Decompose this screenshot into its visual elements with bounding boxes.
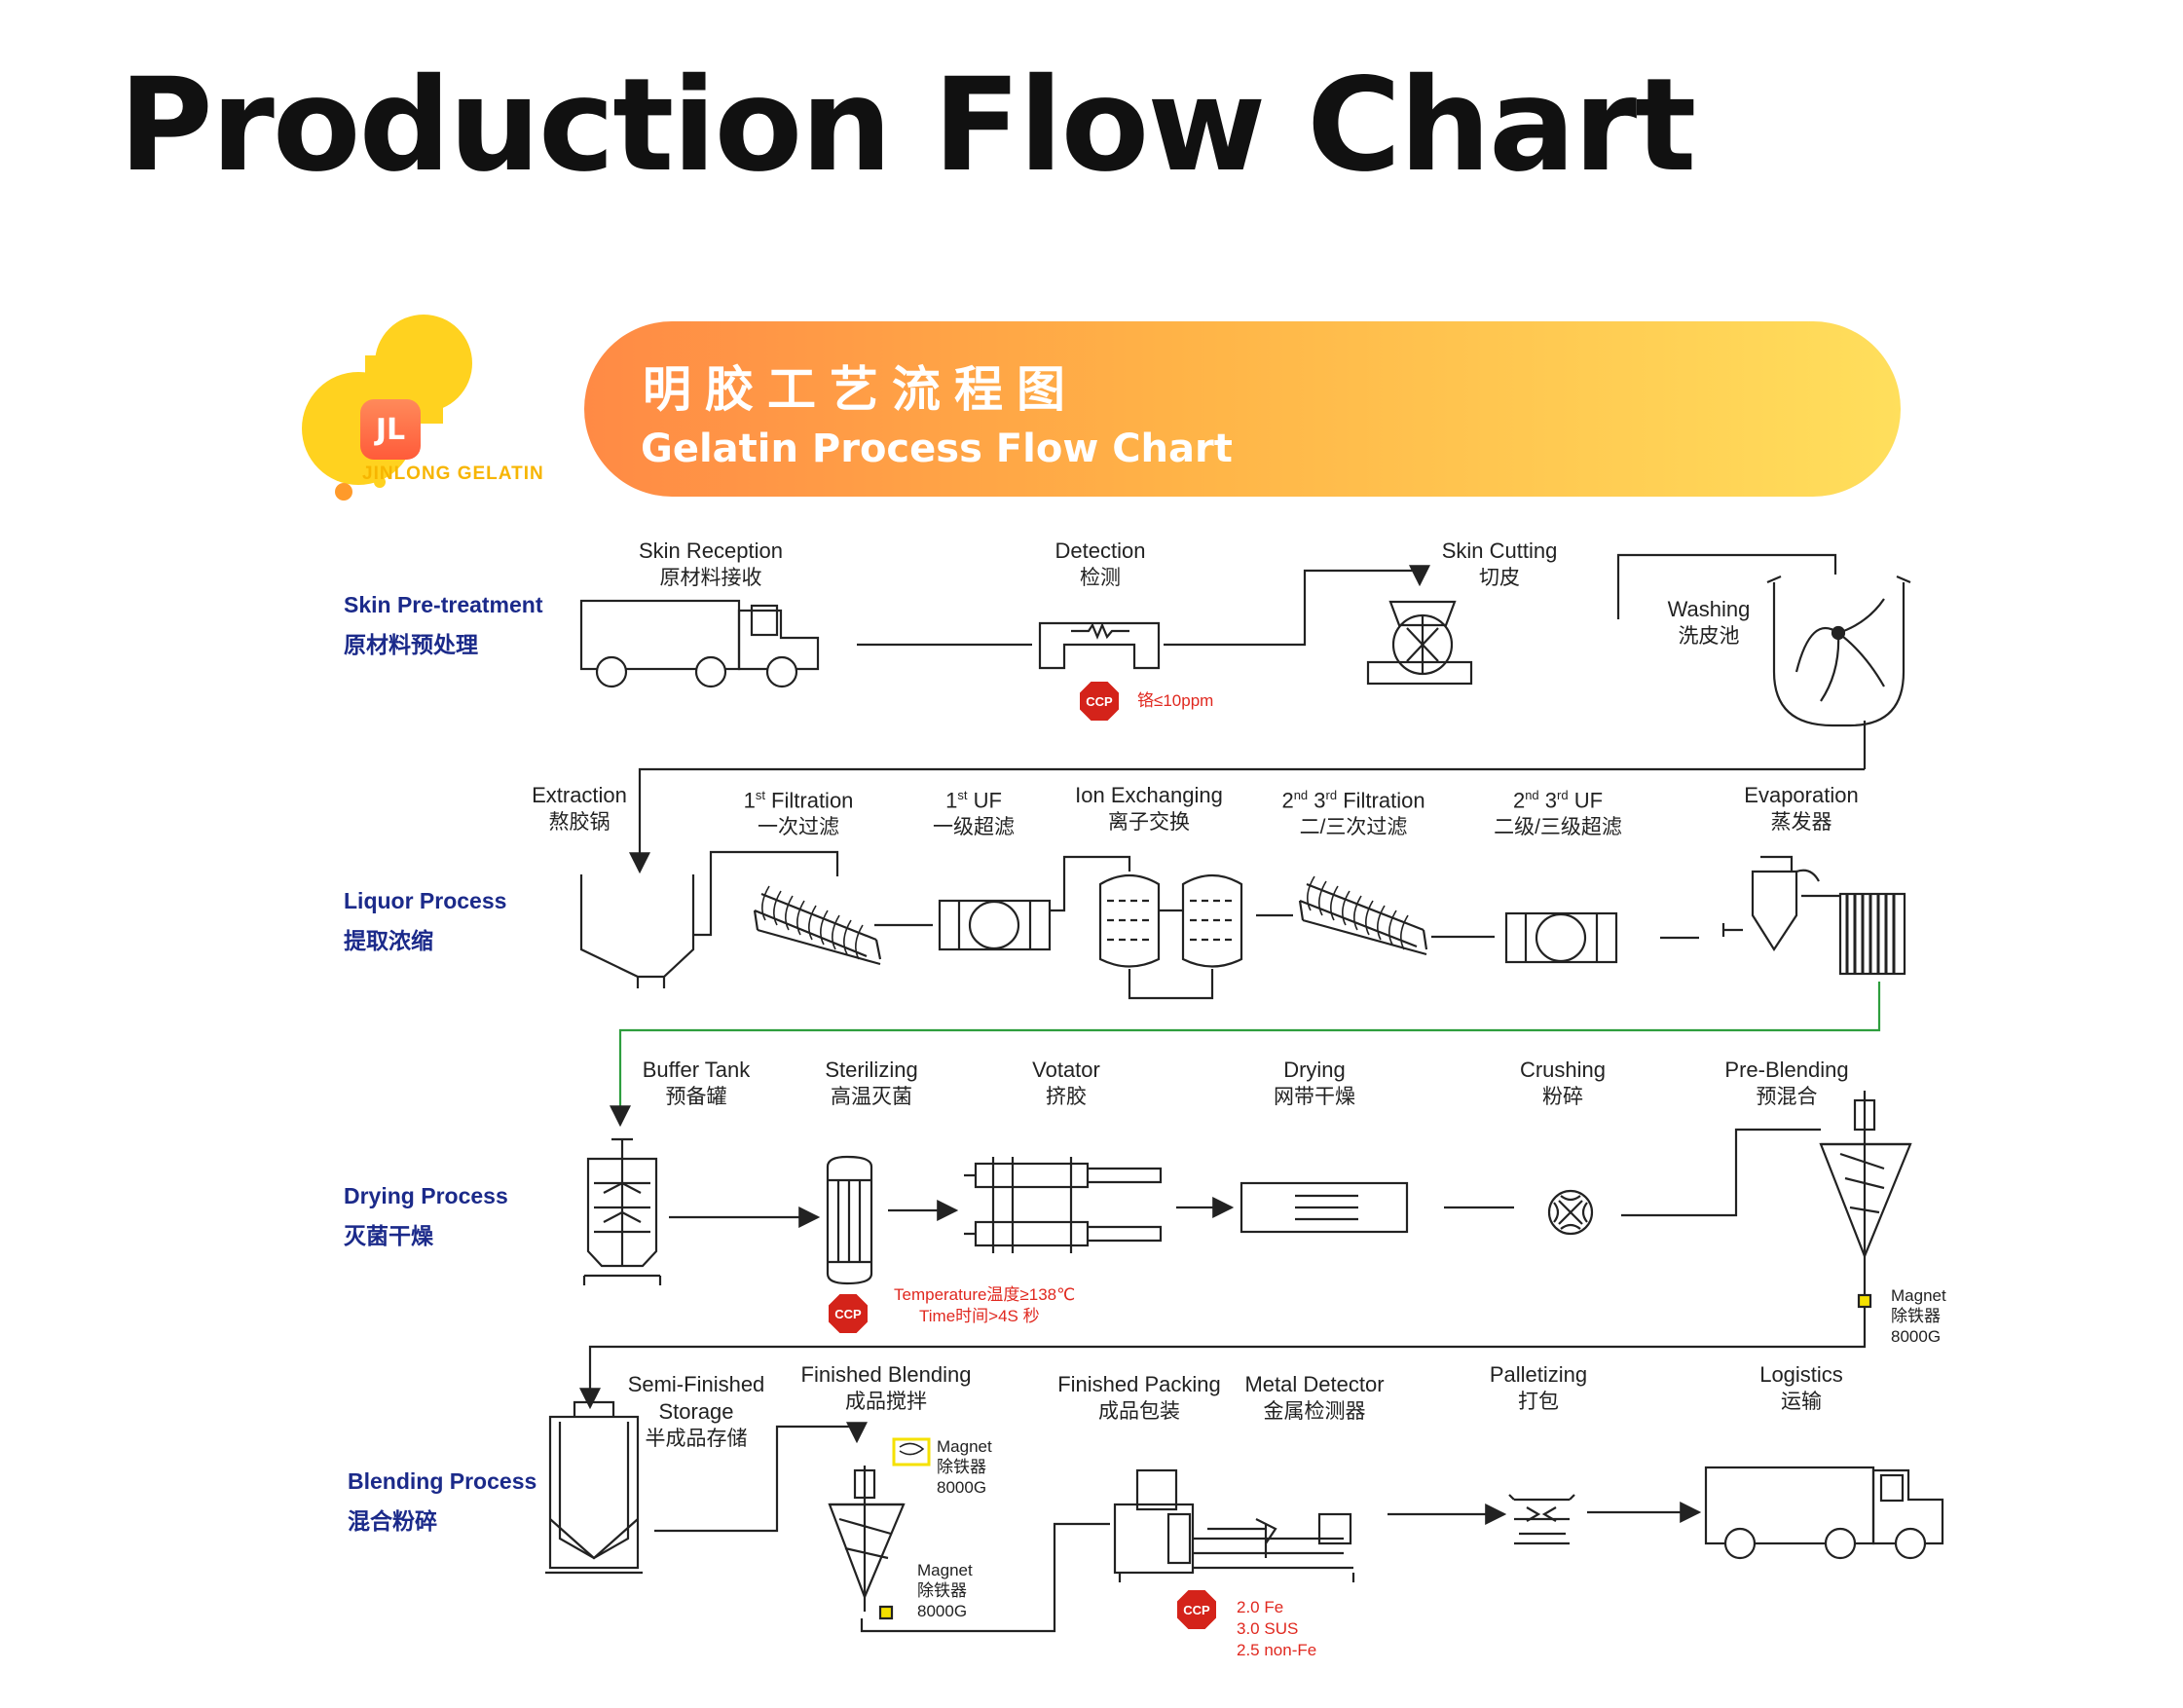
ccp-sterilizing-time: Time时间>4S 秒: [919, 1307, 1040, 1325]
palletizer-icon: [1508, 1494, 1575, 1545]
filter-press-icon-1: [753, 885, 882, 966]
uf-membrane-icon-2: [1504, 911, 1618, 964]
title-banner: [584, 321, 1901, 497]
banner-title-cn: 明胶工艺流程图: [643, 361, 1079, 418]
section-liquor-cn: 提取浓缩: [344, 928, 433, 953]
detector-icon: [1038, 621, 1161, 670]
ccp-badge-label: CCP: [834, 1307, 862, 1321]
section-skin-en: Skin Pre-treatment: [344, 592, 543, 617]
washing-tank-icon: [1766, 575, 1911, 727]
section-liquor-en: Liquor Process: [344, 888, 507, 913]
pre-blender-icon: [1819, 1091, 1912, 1295]
filter-press-icon-2: [1298, 875, 1428, 956]
section-skin-cn: 原材料预处理: [344, 632, 478, 657]
belt-dryer-icon: [1240, 1181, 1409, 1234]
votator-icon: [964, 1157, 1163, 1253]
buffer-tank-icon: [582, 1137, 662, 1285]
ccp-metal-fe: 2.0 Fe: [1237, 1598, 1284, 1616]
ccp-badge-sterilizing: CCP: [827, 1292, 870, 1335]
finished-blender-icon: [828, 1466, 906, 1612]
logo-name: JINLONG GELATIN: [362, 464, 544, 484]
uf-membrane-icon-1: [938, 899, 1052, 951]
truck-icon: [579, 599, 820, 688]
ccp-badge-label: CCP: [1183, 1603, 1210, 1617]
ccp-metal-nonfe: 2.5 non-Fe: [1237, 1641, 1317, 1659]
ccp-metal-sus: 3.0 SUS: [1237, 1619, 1299, 1638]
crusher-icon: [1547, 1189, 1594, 1236]
banner-title-en: Gelatin Process Flow Chart: [641, 427, 1233, 471]
ccp-detection-note: 铬≤10ppm: [1137, 691, 1214, 710]
section-blending-en: Blending Process: [348, 1468, 537, 1494]
section-drying-en: Drying Process: [344, 1183, 508, 1208]
packing-machine-icon: [1113, 1468, 1355, 1582]
evaporator-icon: [1721, 855, 1906, 976]
cutter-icon: [1366, 600, 1473, 686]
page-title: Production Flow Chart: [119, 51, 1696, 201]
section-drying-cn: 灭菌干燥: [344, 1223, 433, 1248]
logo-badge: JL: [360, 399, 421, 460]
logistics-truck-icon: [1704, 1466, 1944, 1560]
ccp-badge-detection: CCP: [1078, 680, 1121, 723]
sterilizer-icon: [826, 1155, 873, 1285]
ccp-badge-label: CCP: [1086, 694, 1113, 709]
section-blending-cn: 混合粉碎: [348, 1508, 437, 1534]
ccp-sterilizing-temp: Temperature温度≥138℃: [894, 1285, 1076, 1304]
bag-storage-icon: [545, 1400, 643, 1575]
ion-exchange-column-icon: [1098, 874, 1243, 1000]
ccp-badge-metal-detector: CCP: [1175, 1588, 1218, 1631]
extraction-kettle-icon: [579, 874, 695, 988]
